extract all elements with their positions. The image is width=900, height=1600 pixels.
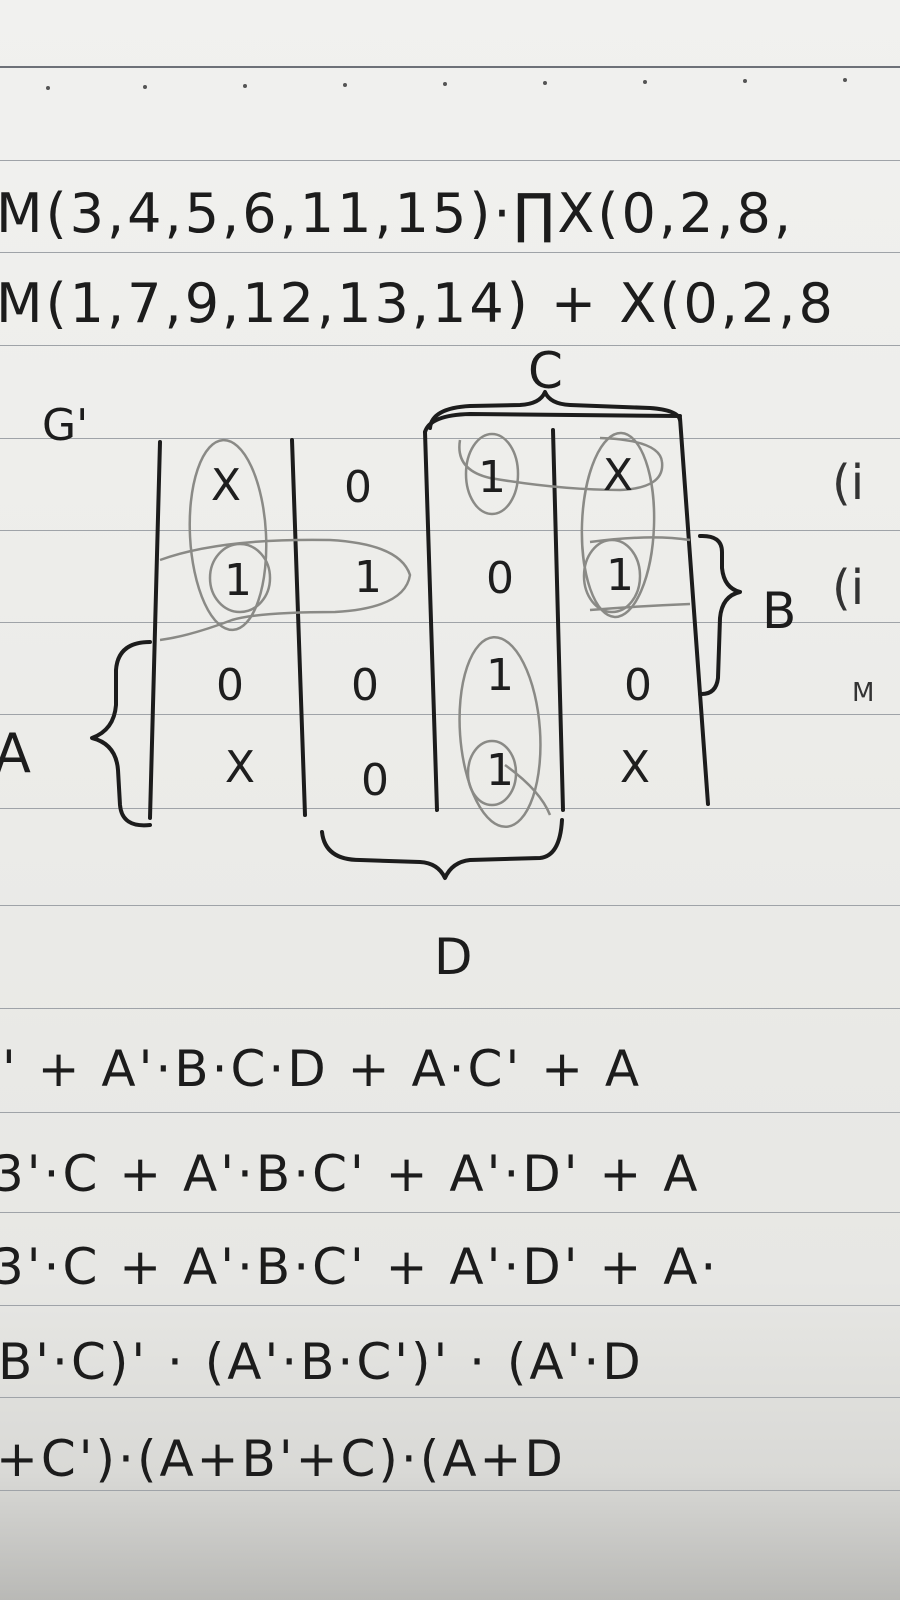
ruled-line: [0, 438, 900, 439]
kmap-cell: 0: [344, 462, 372, 513]
ruled-line: [0, 345, 900, 346]
kmap-cell: 1: [486, 650, 514, 701]
kmap-cell: X: [224, 742, 256, 793]
kmap-cell: 1: [478, 452, 506, 503]
margin-text: (i: [832, 560, 865, 616]
kmap-cell: 1: [224, 555, 252, 606]
ruled-line: [0, 905, 900, 906]
equation-minterms: M(1,7,9,12,13,14) + X(0,2,8: [0, 272, 836, 335]
ruled-line: [0, 530, 900, 531]
label-b: B: [762, 582, 797, 640]
kmap-drawing: [90, 390, 742, 880]
ruled-line: [0, 1397, 900, 1398]
equation-line-3: 3'·C + A'·B·C' + A'·D' + A·: [0, 1238, 720, 1296]
kmap-cell: 0: [351, 660, 379, 711]
ruled-line: [0, 1305, 900, 1306]
margin-text: (i: [832, 455, 865, 511]
equation-line-2: 3'·C + A'·B·C' + A'·D' + A: [0, 1145, 701, 1203]
ruled-line: [0, 66, 900, 68]
kmap-cell: X: [210, 460, 242, 511]
kmap-cell: X: [619, 742, 651, 793]
kmap-title: G': [42, 400, 89, 451]
margin-text: M: [852, 678, 875, 708]
label-a: A: [0, 722, 31, 785]
kmap-cell: X: [602, 450, 634, 501]
label-d: D: [434, 928, 473, 986]
ruled-line: [0, 1490, 900, 1491]
kmap-cell: 0: [216, 660, 244, 711]
kmap-cell: 0: [624, 660, 652, 711]
ruled-line: [0, 1212, 900, 1213]
equation-line-1: ' + A'·B·C·D + A·C' + A: [2, 1040, 643, 1098]
ruled-line: [0, 808, 900, 809]
ruled-line: [0, 1008, 900, 1009]
equation-maxterms: M(3,4,5,6,11,15)·∏X(0,2,8,: [0, 182, 795, 245]
equation-line-5: +C')·(A+B'+C)·(A+D: [0, 1430, 566, 1488]
kmap-cell: 1: [606, 550, 634, 601]
ruled-line: [0, 1112, 900, 1113]
ruled-line: [0, 622, 900, 623]
ruled-line: [0, 252, 900, 253]
ruled-line: [0, 160, 900, 161]
kmap-cell: 1: [354, 552, 382, 603]
kmap-cell: 1: [486, 745, 514, 796]
kmap-cell: 0: [361, 755, 389, 806]
kmap-cell: 0: [486, 553, 514, 604]
equation-line-4: B'·C)' · (A'·B·C')' · (A'·D: [0, 1333, 644, 1391]
header-dots: [46, 78, 847, 90]
ruled-line: [0, 714, 900, 715]
